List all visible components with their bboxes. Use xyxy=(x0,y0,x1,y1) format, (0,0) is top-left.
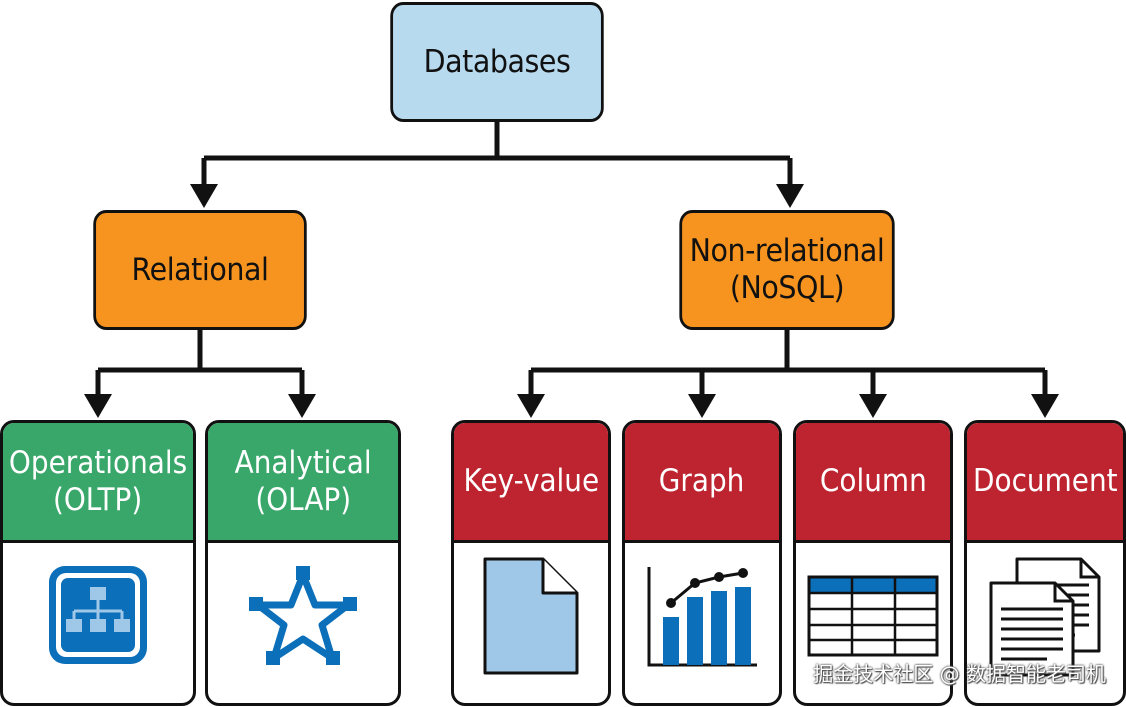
arrowhead xyxy=(859,394,887,418)
star-network-icon xyxy=(208,563,398,703)
graph-card: Graph xyxy=(622,420,782,706)
column-label: Column xyxy=(819,463,927,500)
column-header: Column xyxy=(796,423,950,543)
olap-sublabel: (OLAP) xyxy=(255,481,351,518)
olap-label: Analytical xyxy=(234,444,372,481)
non-relational-node: Non-relational (NoSQL) xyxy=(679,210,895,330)
oltp-sublabel: (OLTP) xyxy=(53,481,143,518)
arrowhead xyxy=(190,184,218,208)
bar-line-chart-icon xyxy=(625,563,779,703)
graph-header: Graph xyxy=(625,423,779,543)
stacked-documents-icon xyxy=(967,557,1123,703)
oltp-card: Operationals (OLTP) xyxy=(0,420,196,706)
key-value-card: Key-value xyxy=(451,420,611,706)
column-table-icon xyxy=(796,575,950,703)
arrowhead xyxy=(288,394,316,418)
arrowhead xyxy=(688,394,716,418)
oltp-header: Operationals (OLTP) xyxy=(3,423,193,543)
nosql-label: (NoSQL) xyxy=(729,270,845,306)
arrowhead xyxy=(517,394,545,418)
watermark: 掘金技术社区 @ 数据智能老司机 xyxy=(813,662,1106,686)
document-page-icon xyxy=(454,555,608,703)
non-relational-label: Non-relational xyxy=(689,233,885,270)
olap-header: Analytical (OLAP) xyxy=(208,423,398,543)
databases-node: Databases xyxy=(390,2,604,122)
hierarchy-network-icon xyxy=(3,563,193,703)
relational-node: Relational xyxy=(93,210,307,330)
document-header: Document xyxy=(967,423,1123,543)
key-value-label: Key-value xyxy=(463,463,599,500)
relational-connector xyxy=(95,330,305,398)
root-connector xyxy=(201,122,793,188)
relational-label: Relational xyxy=(131,251,269,288)
key-value-header: Key-value xyxy=(454,423,608,543)
arrowhead xyxy=(84,394,112,418)
databases-label: Databases xyxy=(423,43,571,80)
olap-card: Analytical (OLAP) xyxy=(205,420,401,706)
column-card: Column xyxy=(793,420,953,706)
nosql-connector xyxy=(528,330,1048,398)
document-label: Document xyxy=(972,463,1118,500)
arrowhead xyxy=(1031,394,1059,418)
oltp-label: Operationals xyxy=(8,444,188,481)
arrowhead xyxy=(776,184,804,208)
graph-label: Graph xyxy=(659,463,745,500)
document-card: Document xyxy=(964,420,1126,706)
